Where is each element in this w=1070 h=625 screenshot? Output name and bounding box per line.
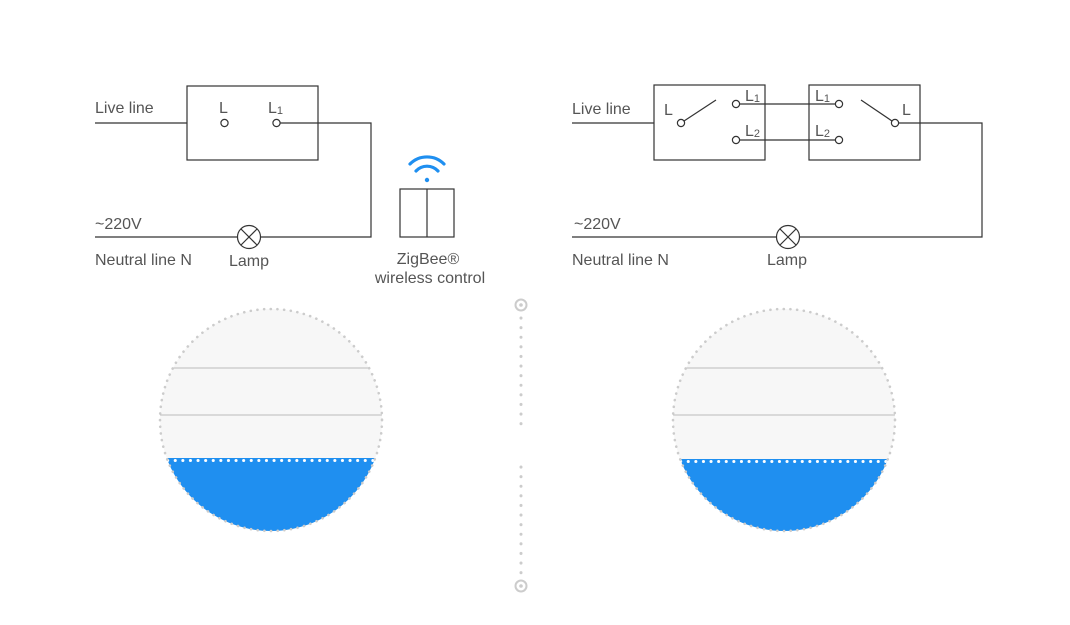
right-switch-a-common: L — [664, 102, 673, 119]
left-terminal-dot-l1 — [272, 118, 281, 128]
left-switch-terminal-l1: L1 — [268, 100, 283, 117]
wireless-control-label: wireless control — [374, 270, 485, 287]
right-lamp-label: Lamp — [767, 252, 807, 269]
left-load-wire — [261, 122, 372, 238]
right-switch-b-common: L — [902, 102, 911, 119]
left-terminal-dot-l — [220, 118, 229, 128]
right-switch-a-lever — [683, 99, 717, 122]
left-circuit: Live line L L1 ~220V Neutral line N Lamp — [95, 85, 372, 270]
right-switch-a-t1: L1 — [745, 88, 760, 105]
left-switch-terminal-l: L — [219, 100, 228, 117]
left-live-line-label: Live line — [95, 100, 154, 117]
right-voltage-label: ~220V — [574, 216, 621, 233]
right-neutral-label: Neutral line N — [572, 252, 669, 269]
right-switch-a-box — [653, 84, 766, 161]
right-circuit: Live line L L1 L2 L1 L2 L ~220V N — [572, 84, 983, 269]
right-switch-a-t2-dot — [731, 135, 741, 145]
right-load-wire — [800, 122, 983, 238]
right-switch-a-t1-dot — [731, 99, 741, 109]
right-switch-b-t2-dot — [834, 135, 844, 145]
left-lamp-icon — [236, 224, 262, 250]
center-divider — [514, 298, 528, 593]
right-live-line-label: Live line — [572, 101, 631, 118]
right-lamp-icon — [775, 224, 801, 250]
right-switch-panel-illustration — [671, 307, 897, 533]
left-switch-panel-illustration — [158, 307, 384, 533]
right-switch-b-lever — [860, 99, 893, 122]
right-switch-a-t2: L2 — [745, 123, 760, 140]
right-panel-dotted-border — [671, 307, 897, 533]
right-switch-a-common-dot — [676, 118, 686, 128]
left-neutral-label: Neutral line N — [95, 252, 192, 269]
right-switch-b-t1: L1 — [815, 88, 830, 105]
left-lamp-label: Lamp — [229, 253, 269, 270]
zigbee-label: ZigBee® — [397, 251, 460, 268]
left-voltage-label: ~220V — [95, 216, 142, 233]
zigbee-switch: ZigBee® wireless control — [374, 155, 485, 287]
wifi-icon — [408, 155, 446, 183]
left-panel-dotted-border — [158, 307, 384, 533]
right-switch-b-t1-dot — [834, 99, 844, 109]
right-switch-b-common-dot — [890, 118, 900, 128]
right-switch-b-t2: L2 — [815, 123, 830, 140]
